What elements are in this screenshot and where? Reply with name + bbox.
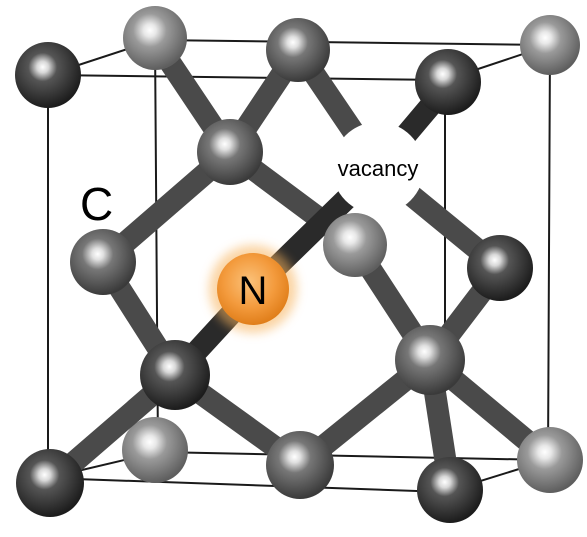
carbon-atom (415, 49, 481, 115)
nitrogen-atom: N (209, 245, 297, 333)
carbon-atom (70, 229, 136, 295)
carbon-atom-back-lower (122, 417, 188, 483)
carbon-atom (140, 340, 210, 410)
carbon-atoms (15, 6, 583, 523)
carbon-atom (123, 6, 187, 70)
carbon-label: C (80, 178, 113, 230)
carbon-atom (517, 427, 583, 493)
carbon-atom (15, 42, 81, 108)
carbon-atom (323, 213, 387, 277)
carbon-atom (266, 431, 334, 499)
carbon-atom (467, 235, 533, 301)
carbon-atom (266, 18, 330, 82)
carbon-atom (520, 15, 580, 75)
carbon-atom (395, 325, 465, 395)
carbon-atom (417, 457, 483, 523)
vacancy-site: vacancy (332, 122, 424, 214)
carbon-atom (197, 119, 263, 185)
nitrogen-label: N (239, 269, 268, 313)
carbon-atom (16, 449, 84, 517)
vacancy-label: vacancy (338, 156, 419, 181)
